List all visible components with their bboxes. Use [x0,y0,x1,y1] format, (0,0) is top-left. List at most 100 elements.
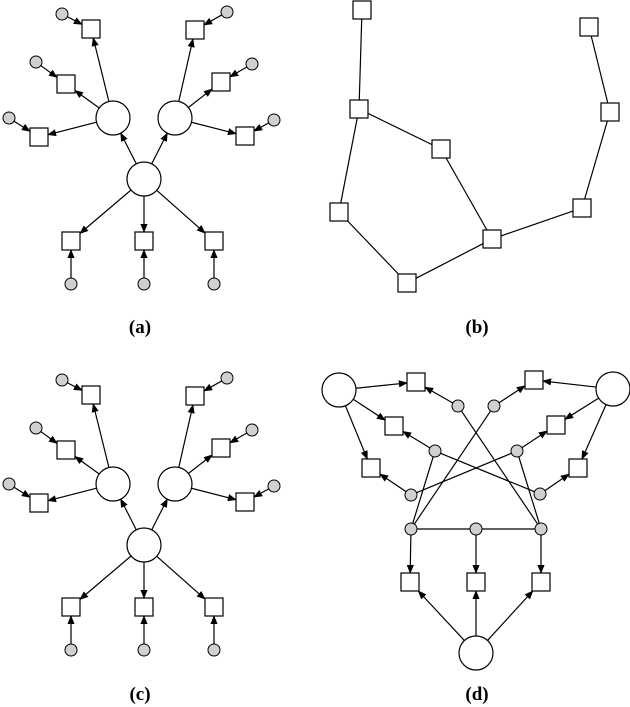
panel-d-gray-dot-node [451,399,465,413]
panel-c-gray-dot-node [55,373,69,387]
panel-c-square-node [29,493,49,513]
panel-d-arrow [544,473,570,492]
panel-d-arrow [564,397,599,420]
panel-a-square-node [56,74,76,94]
panel-a-arrow [120,132,137,165]
panel-a-circle-node [126,161,162,197]
panel-d-arrow [406,534,414,574]
panel-c-arrow [120,498,137,531]
panel-b-link [347,220,399,275]
panel-a-gray-dot-node [245,57,259,71]
panel-a-gray-dot-node [220,5,234,19]
panel-a-square-node [235,126,255,146]
panel-d [321,370,630,671]
panel-b-link [367,112,433,146]
panel-d-square-node [568,458,588,478]
panel-d-nodes [321,370,630,671]
panel-d-gray-dot-node [469,522,483,536]
panel-c-gray-dot-node [137,643,151,657]
panel-b-square-node [431,139,451,159]
caption-d: (d) [465,684,488,705]
panel-c-square-node [204,597,224,617]
panel-c-square-node [235,492,255,512]
panel-a-square-node [134,231,154,251]
panel-d-gray-dot-node [428,444,442,458]
panel-c-circle-node [157,466,193,502]
panel-b-square-node [352,0,372,20]
panel-a-circle-node [95,100,131,136]
panel-b-link [340,117,358,204]
panel-d-circle-node [595,371,630,407]
panel-c-square-node [211,438,231,458]
panel-c [2,371,281,657]
panel-b-link [445,157,488,231]
panel-b-square-node [329,202,349,222]
panel-d-square-node [546,415,566,435]
panel-b-nodes [329,0,620,293]
panel-a-arrow [229,66,248,78]
panel-c-nodes [2,371,281,657]
panel-b-link [584,120,608,200]
panel-c-arrow [40,431,58,444]
panel-d-arrow [581,404,607,460]
panel-d-gray-dot-node [510,444,524,458]
panel-a [2,5,281,291]
panel-c-arrow [67,382,83,391]
panel-c-square-node [134,597,154,617]
panel-c-arrow [79,555,132,600]
panel-d-gray-dot-node [487,399,501,413]
panel-d-square-node [531,572,551,592]
panel-d-gray-dot-node [404,488,418,502]
panel-b-square-node [600,102,620,122]
panel-d-circle-node [321,372,357,408]
panel-d-gray-dot-node [404,522,418,536]
panel-b-square-node [397,273,417,293]
panel-d-link [460,410,539,525]
panel-a-square-node [29,127,49,147]
panel-c-gray-dot-node [245,423,259,437]
panel-d-arrow [521,430,548,449]
panel-a-gray-dot-node [207,277,221,291]
panel-c-gray-dot-node [2,477,16,491]
panel-c-gray-dot-node [207,643,221,657]
panel-a-gray-dot-node [64,277,78,291]
panel-c-arrow [188,454,213,474]
panel-b-square-node [579,17,599,37]
panel-a-arrow [47,121,97,137]
panel-c-arrow [156,555,206,600]
panel-b-link [500,210,574,237]
panel-d-square-node [524,370,544,390]
panel-a-gray-dot-node [137,277,151,291]
panel-c-arrow [253,488,270,498]
panel-c-square-node [56,440,76,460]
panel-c-gray-dot-node [64,643,78,657]
panel-c-arrow [91,403,110,468]
panel-c-gray-dot-node [267,479,281,493]
panel-b-square-node [572,198,592,218]
panel-c-square-node [61,597,81,617]
panel-b-edges [340,18,609,279]
caption-c: (c) [129,684,150,705]
panel-a-arrow [156,189,206,234]
panel-a-arrow [178,38,195,102]
panel-a-arrow [91,37,110,102]
panel-d-arrow [402,430,431,449]
panel-a-arrow [203,14,223,26]
panel-d-square-node [400,572,420,592]
panel-a-square-node [61,231,81,251]
panel-b-square-node [482,229,502,249]
panel-d-arrow [417,590,465,641]
panel-b-link [590,35,609,104]
panel-b [329,0,620,293]
panel-b-link [415,243,484,279]
panel-c-edges [13,380,270,644]
panel-a-arrow [13,120,31,132]
panel-a-arrow [151,132,168,165]
panel-d-arrow [498,385,526,404]
panel-c-arrow [13,486,31,498]
caption-b: (b) [465,317,488,338]
panel-a-edges [13,14,270,278]
panel-c-square-node [185,386,205,406]
panel-d-link [416,452,512,494]
